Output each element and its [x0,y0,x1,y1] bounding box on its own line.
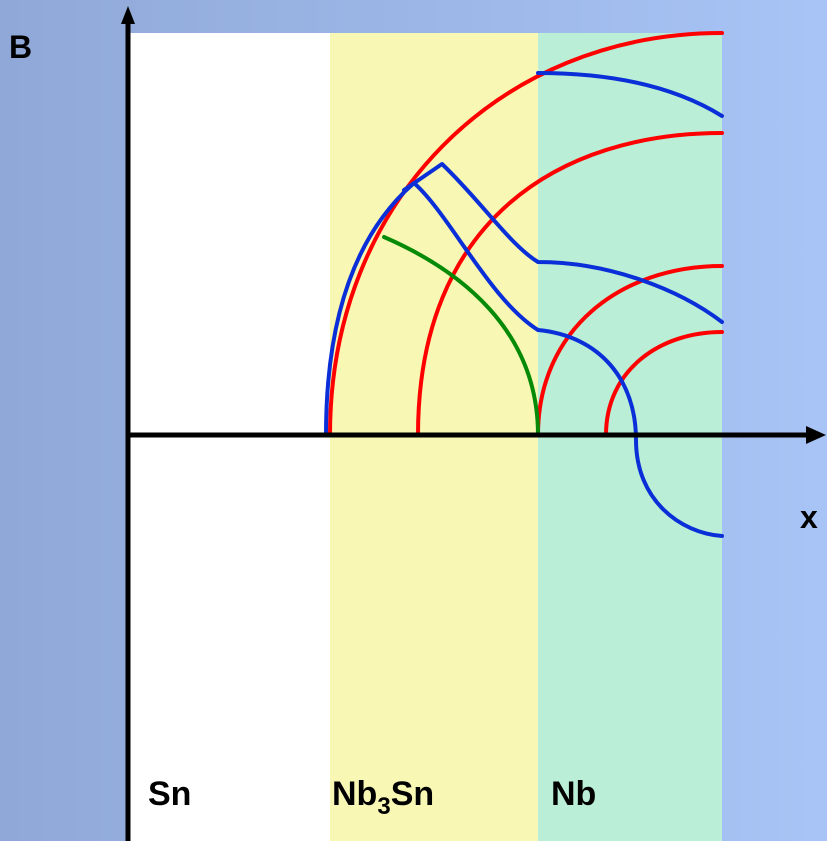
red-curve-outer [328,31,724,437]
x-axis-arrowhead [806,426,826,444]
red-curve-middle [416,131,724,437]
x-axis-label: x [800,499,818,535]
red-curve-nb-large [536,264,724,437]
blue-curve-inner [324,181,724,538]
green-curve-arc [382,235,540,437]
y-axis-label: B [9,29,32,65]
red-curves [328,31,724,437]
region-label-sn: Sn [148,775,191,813]
red-curve-nb-small [604,330,724,437]
blue-curves [324,71,724,538]
blue-curve-outer-nb [536,71,724,118]
region-label-nb: Nb [551,775,596,813]
blue-curve-middle [402,162,724,324]
axes [121,6,826,841]
y-axis-arrowhead [121,6,135,24]
region-label-nb3sn: Nb3Sn [332,775,434,820]
